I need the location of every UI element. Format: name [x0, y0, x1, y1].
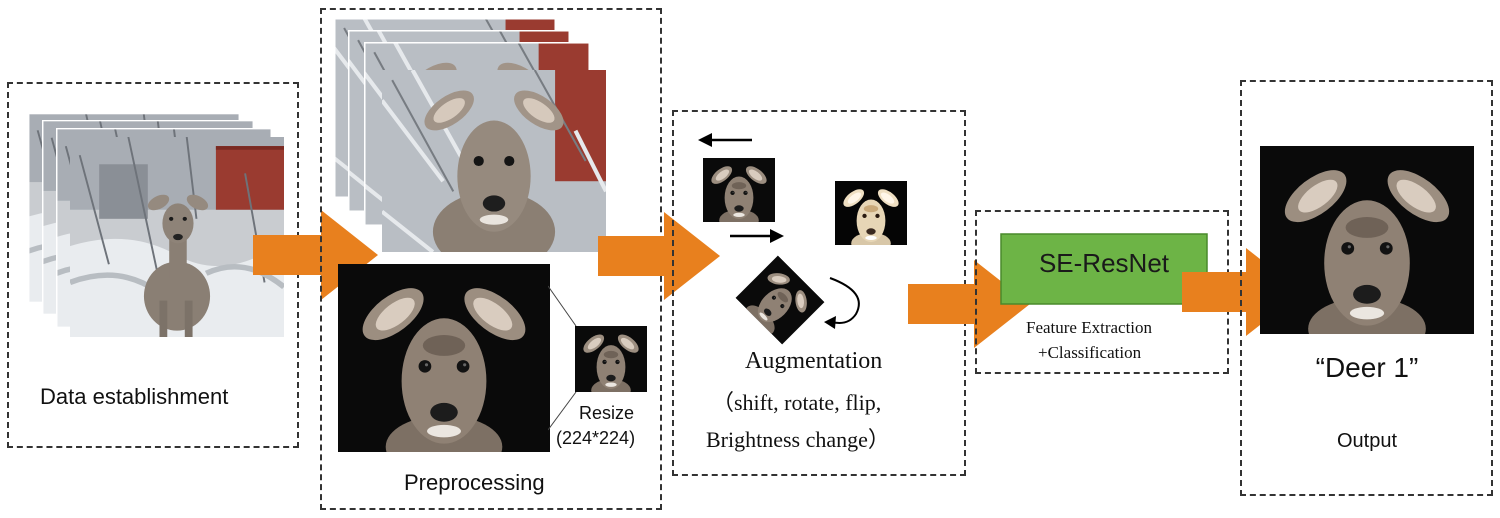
shift-right-arrow-icon [730, 229, 784, 243]
rotate-arrow-icon [824, 277, 860, 329]
resized-deer-thumbnail [575, 326, 647, 392]
resize-size-label: (224*224) [556, 428, 636, 448]
shift-left-arrow-icon [698, 133, 752, 147]
brightened-deer-thumbnail [835, 181, 907, 245]
output-label: Output [1336, 430, 1398, 452]
rotated-deer-thumbnail [735, 255, 825, 345]
data-establishment-label: Data establishment [40, 384, 229, 409]
shifted-deer-thumbnail [703, 158, 775, 222]
se-resnet-block-fill [1001, 234, 1207, 304]
output-box [1240, 80, 1493, 496]
flow-arrow-2-shape [598, 212, 720, 300]
model-caption-line2: +Classification [1038, 343, 1142, 362]
output-deer-photo [1260, 146, 1474, 334]
model-name: SE-ResNet [1038, 248, 1170, 278]
se-resnet-block [1000, 233, 1208, 305]
cropped-deer-photo [338, 264, 550, 452]
flow-arrow-3 [908, 260, 1030, 348]
flow-arrow-3-shape [908, 260, 1030, 348]
raw-deer-photo [70, 137, 284, 337]
augmentation-title: Augmentation [745, 348, 883, 374]
se-resnet-block-border [1000, 233, 1208, 305]
resize-connector-lines [548, 285, 577, 431]
preprocessing-label: Preprocessing [404, 470, 545, 495]
model-caption-line1: Feature Extraction [1026, 318, 1153, 337]
augmentation-detail-line1: （shift, rotate, flip, [712, 390, 882, 415]
preprocessing-closeup-photo [382, 70, 606, 252]
flow-arrow-2 [598, 212, 720, 300]
augmentation-detail-line2: Brightness change） [706, 427, 890, 452]
resize-label: Resize [579, 403, 635, 423]
output-result-label: “Deer 1” [1315, 352, 1419, 383]
